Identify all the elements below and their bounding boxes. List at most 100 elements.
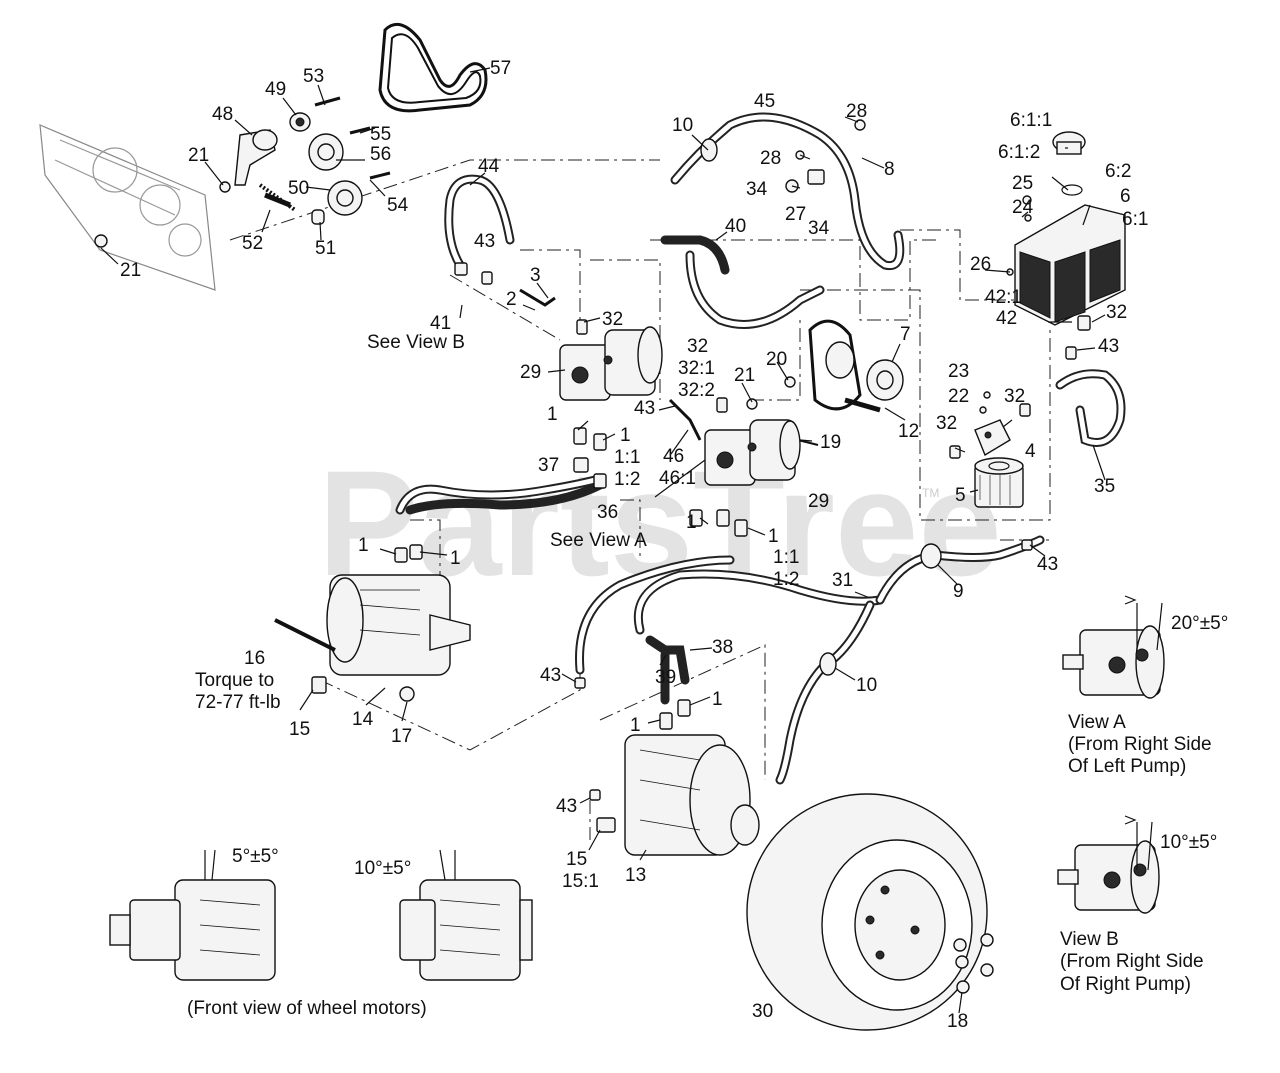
view-a-caption-line2: (From Right Side	[1068, 734, 1212, 755]
view-b-caption-line1: View B	[1060, 929, 1119, 950]
callout-label: 50	[288, 178, 309, 199]
callout-label: 42	[996, 308, 1017, 329]
callout-label: 34	[808, 218, 830, 239]
callout-label: 36	[597, 502, 618, 523]
callout-labels: 57 53 49 48 55 21 56 50 54 52 51 21 44 4…	[120, 58, 1148, 1032]
callout-label: 27	[785, 204, 806, 225]
callout-label: 6:1:2	[998, 142, 1040, 163]
fittings	[394, 119, 1091, 801]
wheel-motor	[596, 734, 760, 856]
callout-label: 6:1:1	[1010, 110, 1052, 131]
callout-label: 6:2	[1105, 161, 1131, 182]
callout-label: 52	[242, 233, 263, 254]
front-view-caption: (Front view of wheel motors)	[187, 998, 427, 1019]
callout-label: 1:1	[614, 447, 640, 468]
callout-label: 43	[540, 665, 561, 686]
see-view-b-caption: See View B	[367, 332, 465, 353]
callout-label: 29	[520, 362, 541, 383]
angle-motor-right: 10°±5°	[354, 858, 411, 879]
front-view-motor-right	[399, 849, 533, 981]
callout-label: 22	[948, 386, 969, 407]
hydraulic-pump-left	[559, 326, 663, 401]
callout-label: 32	[602, 309, 623, 330]
view-b-pump	[1057, 815, 1160, 914]
callout-label: 20	[766, 349, 787, 370]
callout-label: 1	[450, 548, 461, 569]
callout-label: 10	[856, 675, 877, 696]
callout-label: 6	[1120, 186, 1131, 207]
callout-label: 38	[712, 637, 733, 658]
callout-label: 39	[655, 667, 676, 688]
callout-label: 41	[430, 313, 451, 334]
callout-label: 57	[490, 58, 511, 79]
angle-motor-left: 5°±5°	[232, 846, 279, 867]
view-a-caption-line1: View A	[1068, 712, 1126, 733]
callout-label: 5	[955, 485, 966, 506]
callout-label: 55	[370, 124, 391, 145]
callout-label: 1:2	[773, 569, 799, 590]
callout-label: 1	[768, 526, 779, 547]
callout-label: 43	[556, 796, 577, 817]
callout-label: 44	[478, 156, 500, 177]
callout-label: 25	[1012, 173, 1033, 194]
callout-label: 9	[953, 581, 964, 602]
callout-label: 21	[120, 260, 141, 281]
callout-label: 15	[289, 719, 310, 740]
watermark-tm: TM	[922, 486, 939, 500]
callout-label: 32:2	[678, 380, 715, 401]
callout-label: 7	[900, 324, 911, 345]
see-view-a-caption: See View A	[550, 530, 647, 551]
view-b-caption-line2: (From Right Side	[1060, 951, 1204, 972]
callout-label: 1	[358, 535, 369, 556]
hydraulic-reservoir	[1006, 131, 1126, 326]
grommet-10-lower	[819, 652, 837, 676]
callout-label: 18	[947, 1011, 968, 1032]
callout-label: 28	[846, 101, 867, 122]
callout-label: 10	[672, 115, 693, 136]
callout-label: 1	[686, 512, 697, 533]
view-a-pump	[1062, 595, 1165, 699]
torque-caption-line1: Torque to	[195, 670, 274, 691]
callout-label: 1	[547, 404, 558, 425]
drive-belt	[378, 22, 488, 113]
callout-label: 8	[884, 159, 895, 180]
pulley-assembly	[808, 319, 904, 413]
leader-lines	[100, 67, 1106, 1014]
front-view-motor-left	[109, 849, 276, 981]
callout-label: 23	[948, 361, 969, 382]
callout-label: 24	[1012, 197, 1034, 218]
callout-label: 12	[898, 421, 919, 442]
callout-label: 34	[746, 179, 768, 200]
callout-label: 46	[663, 446, 684, 467]
callout-label: 43	[1037, 554, 1058, 575]
idler-assembly	[94, 96, 391, 248]
callout-label: 32:1	[678, 358, 715, 379]
callout-label: 37	[538, 455, 559, 476]
callout-label: 6:1	[1122, 209, 1148, 230]
callout-label: 1	[712, 689, 723, 710]
callout-label: 31	[832, 570, 853, 591]
grommet-9	[920, 543, 942, 569]
callout-label: 1	[620, 425, 631, 446]
callout-label: 35	[1094, 476, 1115, 497]
callout-label: 13	[625, 865, 646, 886]
tire-wheel	[746, 793, 994, 1031]
callout-label: 17	[391, 726, 412, 747]
view-b-caption-line3: Of Right Pump)	[1060, 974, 1191, 995]
callout-label: 32	[1004, 386, 1025, 407]
callout-label: 45	[754, 91, 775, 112]
callout-label: 48	[212, 104, 233, 125]
callout-label: 1	[630, 715, 641, 736]
callout-label: 42:1	[985, 287, 1022, 308]
filter-assembly	[974, 391, 1024, 508]
callout-label: 19	[820, 432, 841, 453]
charge-pump-assembly	[274, 574, 471, 702]
callout-label: 53	[303, 66, 324, 87]
callout-label: 2	[506, 289, 517, 310]
view-a-caption-line3: Of Left Pump)	[1068, 756, 1186, 777]
frame-plate	[39, 124, 216, 291]
callout-label: 32	[687, 336, 708, 357]
hydraulic-pump-right	[704, 419, 801, 486]
callout-label: 28	[760, 148, 781, 169]
